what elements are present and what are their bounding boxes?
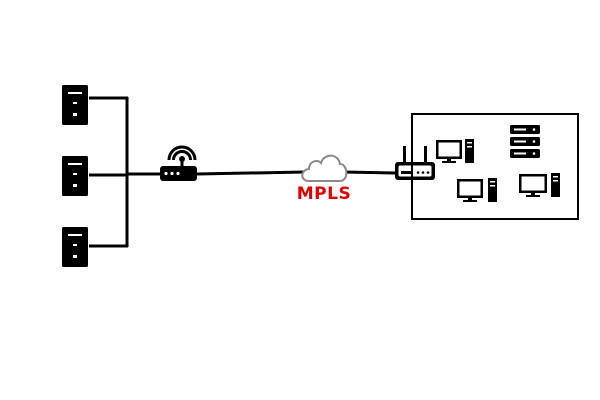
server-tower-icon <box>62 227 88 267</box>
cloud-icon <box>301 154 348 182</box>
wifi-router-icon <box>160 145 197 181</box>
connections <box>89 96 397 248</box>
desktop-computer-icon <box>436 139 474 163</box>
link-wifi-router-cloud <box>196 170 306 176</box>
branch-site-box <box>411 113 579 220</box>
link-cloud-branch-router <box>343 170 397 175</box>
desktop-computer-icon <box>457 178 497 202</box>
mpls-label: MPLS <box>296 184 352 204</box>
router-with-antennas-icon <box>395 146 435 180</box>
rack-server-icon <box>510 125 540 158</box>
server-tower-icon <box>62 156 88 196</box>
server-tower-icon <box>62 85 88 125</box>
desktop-computer-icon <box>519 173 560 197</box>
